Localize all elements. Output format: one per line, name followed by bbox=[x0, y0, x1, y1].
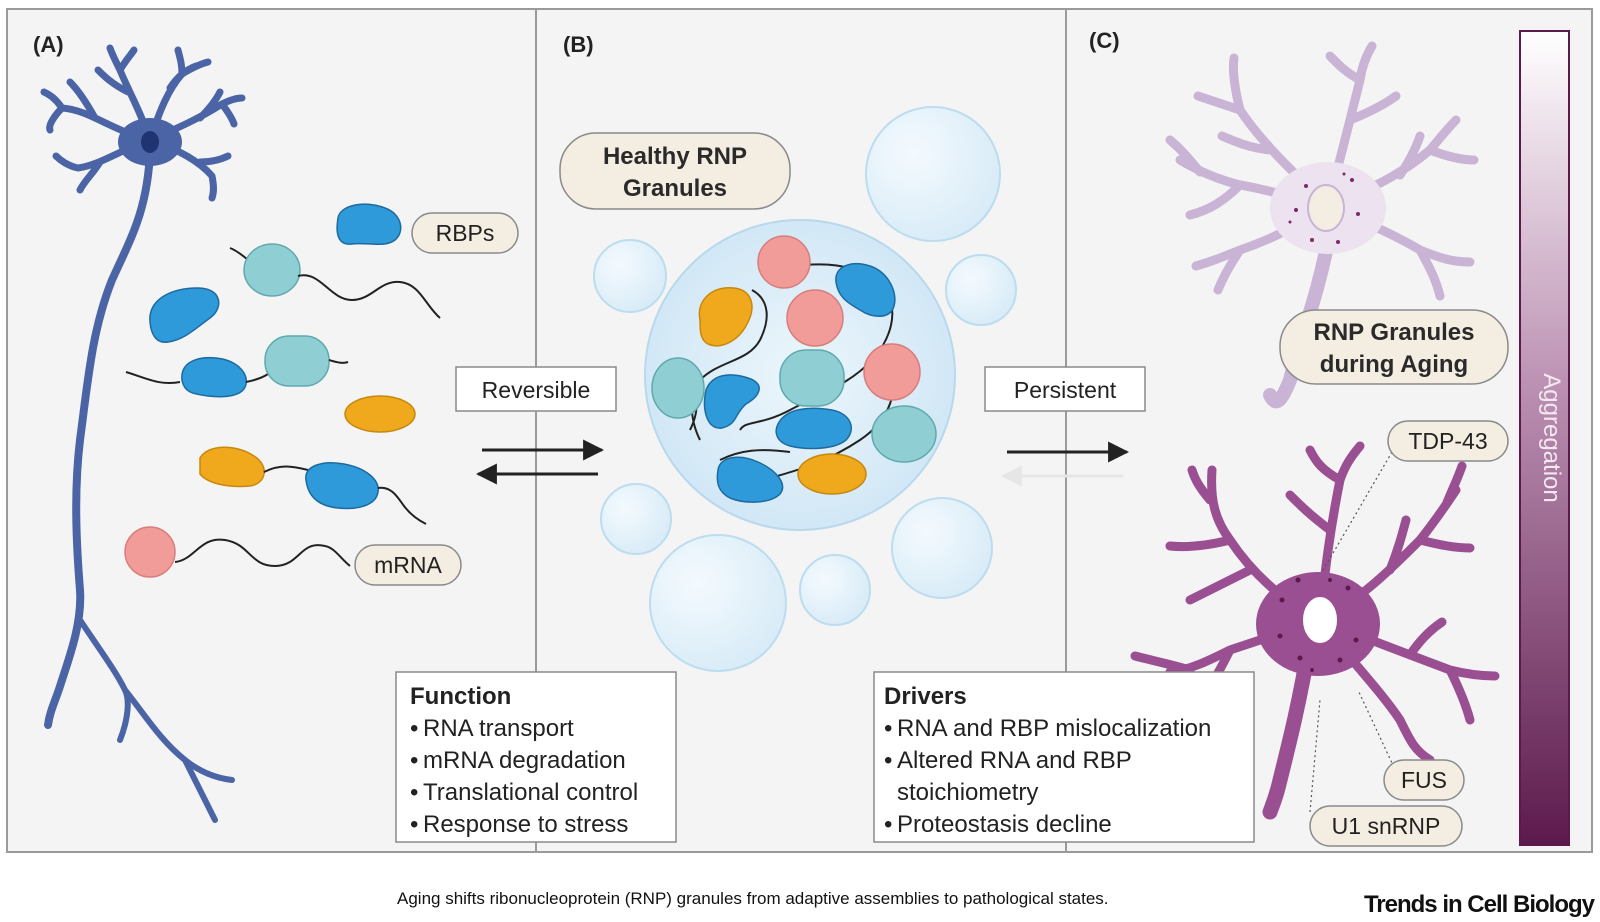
healthy-rnp-title-pill: Healthy RNP Granules bbox=[559, 132, 791, 210]
panel-b: (B) Healthy RNP Granules bbox=[395, 32, 1017, 843]
aging-rnp-title-line1: RNP Granules bbox=[1314, 319, 1475, 346]
mrna-legend-text: mRNA bbox=[374, 552, 442, 578]
function-box-title: Function bbox=[410, 683, 511, 710]
rbps-legend-text: RBPs bbox=[436, 220, 495, 246]
rbp-legend-blob bbox=[336, 203, 402, 246]
drivers-box-title: Drivers bbox=[884, 683, 967, 710]
aging-rnp-title-pill: RNP Granules during Aging bbox=[1279, 309, 1509, 385]
panel-a: (A) RBPs bbox=[33, 32, 519, 823]
drivers-box: Drivers • RNA and RBP mislocalization • … bbox=[873, 671, 1255, 843]
svg-text:•: • bbox=[410, 747, 418, 774]
drivers-item-continuation: stoichiometry bbox=[897, 779, 1038, 806]
aggregation-scale: Aggregation bbox=[1519, 30, 1570, 846]
function-item: mRNA degradation bbox=[423, 747, 626, 774]
drivers-item: Proteostasis decline bbox=[897, 811, 1112, 838]
marker-u1snrnp-text: U1 snRNP bbox=[1332, 813, 1441, 839]
svg-text:•: • bbox=[884, 715, 892, 742]
panel-c-label: (C) bbox=[1089, 28, 1120, 53]
persistent-label: Persistent bbox=[1014, 377, 1117, 403]
healthy-rnp-title-line1: Healthy RNP bbox=[603, 143, 747, 170]
healthy-rnp-title-line2: Granules bbox=[623, 175, 727, 202]
svg-text:•: • bbox=[884, 747, 892, 774]
function-item: RNA transport bbox=[423, 715, 574, 742]
mrna-legend-pill: mRNA bbox=[354, 544, 462, 586]
marker-leaders bbox=[1309, 451, 1399, 813]
aggregation-label: Aggregation bbox=[1538, 373, 1565, 502]
marker-tdp43-text: TDP-43 bbox=[1408, 428, 1487, 454]
marker-u1snrnp-pill: U1 snRNP bbox=[1309, 805, 1463, 847]
panel-a-molecules bbox=[124, 243, 441, 578]
function-box: Function • RNA transport • mRNA degradat… bbox=[395, 671, 677, 843]
svg-text:•: • bbox=[410, 715, 418, 742]
transition-reversible: Reversible bbox=[455, 366, 617, 485]
journal-brand: Trends in Cell Biology bbox=[1364, 891, 1596, 918]
aging-neuron-dark bbox=[1130, 441, 1500, 820]
healthy-granule-contents bbox=[651, 235, 937, 503]
svg-text:•: • bbox=[410, 811, 418, 838]
marker-fus-text: FUS bbox=[1401, 767, 1447, 793]
rbps-legend-pill: RBPs bbox=[411, 212, 519, 254]
svg-text:•: • bbox=[410, 779, 418, 806]
svg-text:•: • bbox=[884, 811, 892, 838]
transition-persistent: Persistent bbox=[984, 366, 1146, 487]
healthy-neuron bbox=[40, 44, 246, 823]
aging-neuron-light bbox=[1165, 41, 1479, 409]
drivers-item: RNA and RBP mislocalization bbox=[897, 715, 1211, 742]
marker-fus-pill: FUS bbox=[1383, 759, 1465, 801]
function-item: Response to stress bbox=[423, 811, 628, 838]
figure-caption: Aging shifts ribonucleoprotein (RNP) gra… bbox=[397, 889, 1109, 908]
function-item: Translational control bbox=[423, 779, 638, 806]
panel-a-label: (A) bbox=[33, 32, 64, 57]
panel-b-label: (B) bbox=[563, 32, 594, 57]
marker-tdp43-pill: TDP-43 bbox=[1387, 420, 1509, 462]
granule-bubbles bbox=[593, 106, 1017, 672]
panel-c: (C) RNP Granules during Aging bbox=[873, 28, 1570, 847]
reversible-label: Reversible bbox=[482, 377, 591, 403]
aging-rnp-title-line2: during Aging bbox=[1320, 351, 1468, 378]
drivers-item: Altered RNA and RBP bbox=[897, 747, 1132, 774]
